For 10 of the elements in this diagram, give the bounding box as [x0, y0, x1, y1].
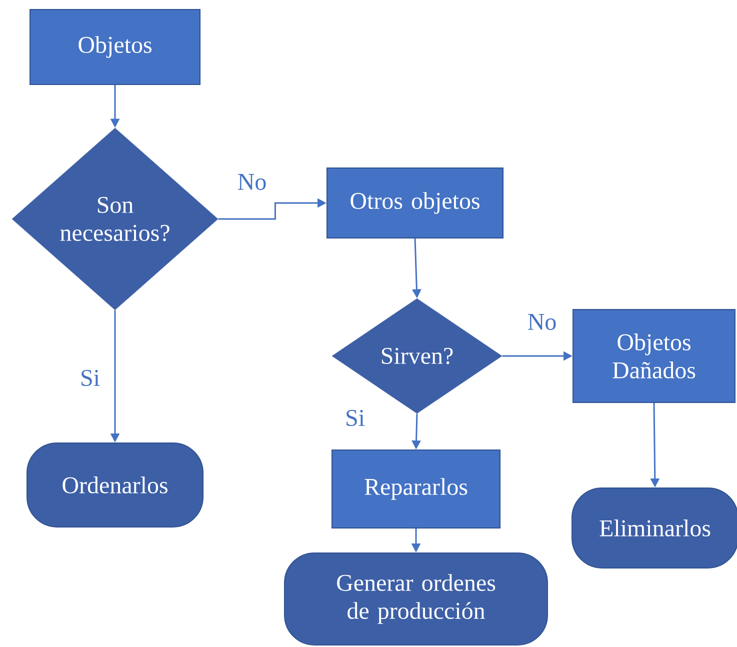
terminal-box: Eliminarlos — [572, 488, 737, 568]
edge-label: No — [528, 314, 556, 330]
process-box: Objetos Dañados — [572, 309, 736, 403]
edge-label: Si — [82, 370, 100, 386]
process-box: Objetos — [30, 9, 200, 85]
terminal-box: Ordenarlos — [26, 442, 204, 528]
terminal-box: Generar ordenes de producción — [284, 552, 548, 646]
edge-label: No — [238, 174, 266, 190]
process-box: Repararlos — [332, 450, 500, 528]
process-box: Otros objetos — [326, 168, 504, 238]
